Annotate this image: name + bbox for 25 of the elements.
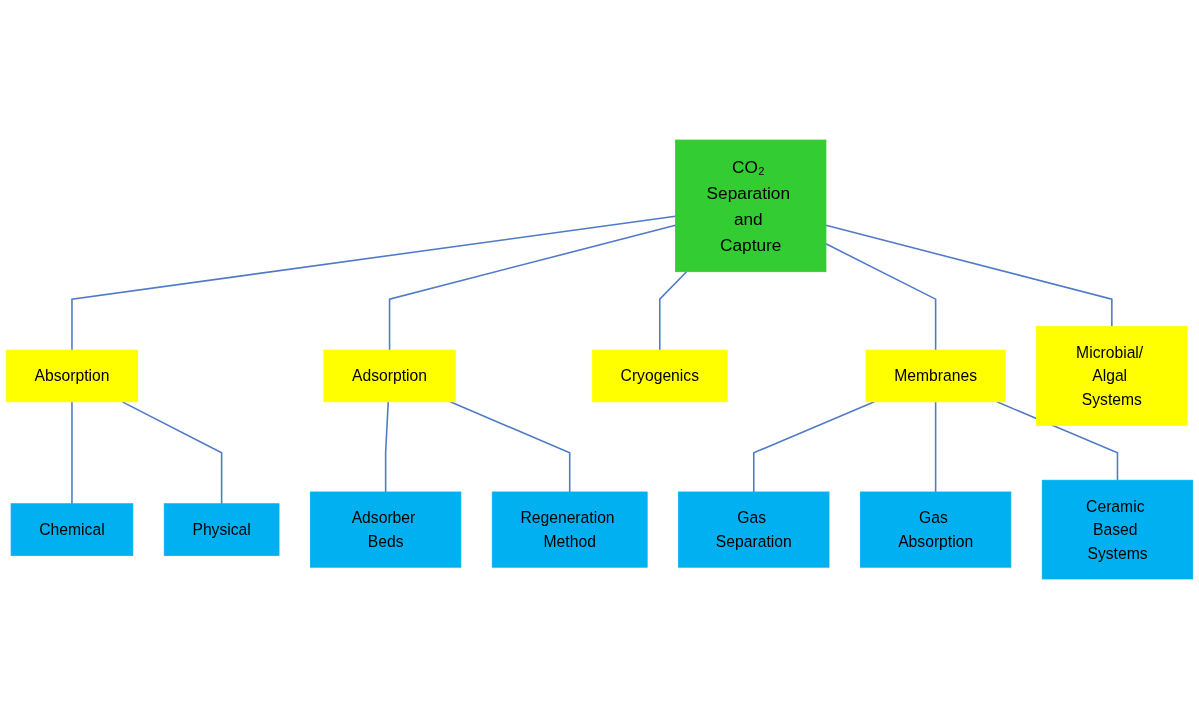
connector <box>388 224 677 351</box>
connector <box>71 215 677 351</box>
node-box: Gas Separation <box>678 491 830 568</box>
node-box: Membranes <box>865 349 1006 403</box>
node-box: Cryogenics <box>591 349 728 403</box>
connector <box>449 401 571 493</box>
node-box: Absorption <box>5 349 139 403</box>
node-box: Adsorber Beds <box>310 491 462 568</box>
node-box: CO₂ Separation and Capture <box>675 139 827 273</box>
node-box: Microbial/ Algal Systems <box>1036 326 1188 426</box>
node-box: Ceramic Based Systems <box>1041 479 1194 580</box>
node-box: Regeneration Method <box>491 491 648 568</box>
connector <box>825 224 1113 328</box>
connector <box>825 243 937 351</box>
connector <box>121 401 223 505</box>
connector <box>996 401 1119 481</box>
connector <box>934 401 937 493</box>
connector <box>659 270 688 351</box>
node-box: Physical <box>163 503 280 556</box>
node-box: Gas Absorption <box>860 491 1012 568</box>
connector <box>384 401 390 493</box>
node-box: Chemical <box>10 503 134 556</box>
connector <box>71 401 73 505</box>
connector <box>753 401 876 493</box>
node-box: Adsorption <box>323 349 456 403</box>
